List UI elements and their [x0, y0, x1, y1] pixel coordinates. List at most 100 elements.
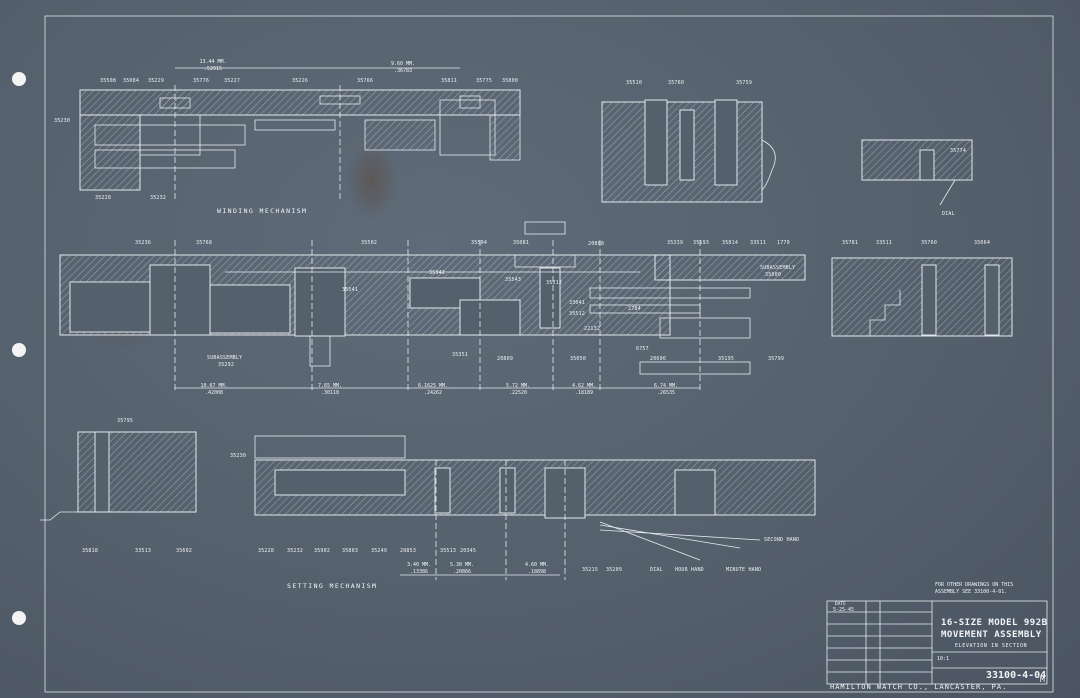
part-label: 35760 — [921, 240, 938, 246]
screw-detail-view — [601, 99, 776, 203]
part-label: 20606 — [650, 356, 667, 362]
dimension-label: 9.60 MM..36783 — [383, 61, 423, 75]
dimension-inch: .13386 — [409, 569, 429, 575]
part-label: 35512 — [569, 311, 586, 317]
part-label: 35232 — [150, 195, 167, 201]
part-label: 35508 — [100, 78, 117, 84]
part-label: 35064 — [974, 240, 991, 246]
dimension-label: 4.62 MM..18189 — [564, 383, 604, 397]
train-elevation-view — [59, 221, 806, 390]
dimension-label: 3.40 MM..13386 — [399, 562, 439, 576]
dimension-label: 4.60 MM..18898 — [517, 562, 557, 576]
dimension-inch: .36783 — [393, 68, 413, 74]
dimension-inch: .22520 — [508, 390, 528, 396]
binder-hole — [12, 72, 26, 86]
part-label: 33513 — [135, 548, 152, 554]
setting-mechanism-view — [254, 435, 816, 580]
part-label: 20853 — [400, 548, 417, 554]
reference-note: FOR OTHER DRAWINGS ON THIS ASSEMBLY SEE … — [935, 582, 1013, 596]
dimension-mm: 4.62 MM. — [571, 383, 597, 389]
part-label: 35768 — [196, 240, 213, 246]
part-label: 20809 — [497, 356, 514, 362]
part-label: MINUTE HAND — [726, 567, 762, 573]
dial-detail-view — [861, 139, 973, 206]
part-label: 35513 — [440, 548, 457, 554]
dimension-mm: 6.1625 MM. — [417, 383, 449, 389]
part-label: 35084 — [123, 78, 140, 84]
dimension-label: 5.72 MM..22520 — [498, 383, 538, 397]
part-label: 35000 — [765, 272, 782, 278]
part-label: 35781 — [842, 240, 859, 246]
dimension-mm: 6.74 MM. — [653, 383, 679, 389]
part-label: HOUR HAND — [675, 567, 704, 573]
drawing-title-line2: MOVEMENT ASSEMBLY — [941, 630, 1042, 640]
dimension-mm: 3.40 MM. — [406, 562, 432, 568]
part-label: 35510 — [626, 80, 643, 86]
part-label: 35774 — [950, 148, 967, 154]
part-label: DIAL — [650, 567, 663, 573]
part-label: 35814 — [722, 240, 739, 246]
part-label: 35193 — [693, 240, 710, 246]
part-label: 35232 — [287, 548, 304, 554]
part-label: 35759 — [736, 80, 753, 86]
drawing-date: 5-25-45 — [833, 607, 855, 613]
drawing-subtitle: ELEVATION IN SECTION — [955, 643, 1028, 649]
binder-hole — [12, 611, 26, 625]
dimension-mm: 9.60 MM. — [390, 61, 416, 67]
dimension-label: 6.1625 MM..24262 — [413, 383, 453, 397]
side-detail-view — [831, 257, 1013, 337]
drawing-scale: 10:1 — [937, 656, 950, 662]
part-label: 35312 — [546, 280, 563, 286]
part-label: 2784 — [628, 306, 641, 312]
part-label: 35229 — [148, 78, 165, 84]
part-label: 35811 — [441, 78, 458, 84]
part-label: 20808 — [588, 241, 605, 247]
dimension-mm: 5.30 MM. — [449, 562, 475, 568]
title-block-frame — [826, 600, 1048, 685]
part-label: 35050 — [570, 356, 587, 362]
part-label: 1770 — [777, 240, 790, 246]
part-label: 35230 — [230, 453, 247, 459]
part-label: 35543 — [505, 277, 522, 283]
dimension-mm: 10.67 MM. — [200, 383, 228, 389]
part-label: 35775 — [476, 78, 493, 84]
dimension-label: 5.30 MM..20866 — [442, 562, 482, 576]
part-label: 22132 — [584, 326, 601, 332]
part-label: 35795 — [117, 418, 134, 424]
part-label: 35228 — [95, 195, 112, 201]
part-label: 35339 — [667, 240, 684, 246]
note-line: ASSEMBLY SEE 33100-4-01. — [935, 589, 1008, 595]
sheet-mark: M — [1040, 675, 1045, 684]
part-label: 35209 — [606, 567, 623, 573]
part-label: 20345 — [460, 548, 477, 554]
setting-left-detail — [40, 431, 197, 521]
part-label: 35226 — [292, 78, 309, 84]
note-line: FOR OTHER DRAWINGS ON THIS — [935, 582, 1014, 588]
dimension-mm: 4.60 MM. — [524, 562, 550, 568]
part-label: 35249 — [371, 548, 388, 554]
part-label: 35351 — [452, 352, 469, 358]
part-label: 35800 — [502, 78, 519, 84]
part-label: 35760 — [668, 80, 685, 86]
dimension-inch: .30118 — [320, 390, 340, 396]
dimension-inch: .18898 — [527, 569, 547, 575]
part-label: 35902 — [314, 548, 331, 554]
setting-mechanism-title: SETTING MECHANISM — [287, 582, 378, 590]
dimension-label: 7.65 MM..30118 — [310, 383, 350, 397]
part-label: 35215 — [582, 567, 599, 573]
maker-name: HAMILTON WATCH CO., LANCASTER, PA. — [830, 683, 1008, 691]
dimension-inch: .26535 — [656, 390, 676, 396]
part-label: DIAL — [942, 211, 955, 217]
winding-mechanism-title: WINDING MECHANISM — [217, 207, 308, 215]
part-label: SUBASSEMBLY — [760, 265, 796, 271]
date-label: DATE — [835, 602, 846, 607]
winding-mechanism-view — [79, 67, 521, 200]
part-label: 35227 — [224, 78, 241, 84]
part-label: 35502 — [361, 240, 378, 246]
part-label: 35230 — [54, 118, 71, 124]
drawing-title-line1: 16-SIZE MODEL 992B — [941, 618, 1048, 628]
part-label: 35195 — [718, 356, 735, 362]
part-label: SUBASSEMBLY — [207, 355, 243, 361]
